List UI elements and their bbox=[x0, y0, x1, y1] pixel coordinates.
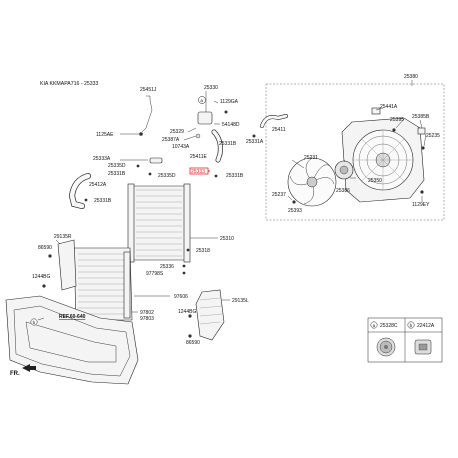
label-25331B-a: 25331B bbox=[219, 141, 237, 147]
svg-text:b: b bbox=[33, 320, 36, 325]
bolt-25395 bbox=[392, 128, 396, 132]
front-direction: FR. bbox=[10, 364, 36, 377]
label-1244BG-b: 1244BG bbox=[178, 309, 196, 315]
label-29135L: 29135L bbox=[232, 298, 249, 304]
label-25386: 25386 bbox=[336, 188, 350, 194]
legend-table: a 25328C b 22412A bbox=[367, 317, 443, 363]
label-25235: 25235 bbox=[426, 133, 440, 139]
svg-text:a: a bbox=[200, 98, 203, 103]
label-25333-highlight: 25333 bbox=[191, 169, 205, 175]
fan-blade bbox=[287, 157, 337, 207]
label-1125AE: 1125AE bbox=[96, 132, 114, 138]
lower-hose-group: 25412A 25331B bbox=[68, 173, 112, 209]
front-arrow-icon bbox=[22, 364, 36, 372]
connector-part bbox=[417, 127, 426, 135]
resistor-part bbox=[371, 107, 381, 115]
legend-badge-b: b bbox=[410, 323, 413, 328]
label-25336: 25336 bbox=[160, 264, 174, 270]
label-25331B-d: 25331B bbox=[94, 198, 112, 204]
highlight-box-25333 bbox=[189, 167, 209, 175]
label-86590: 86590 bbox=[38, 245, 52, 251]
label-25441A: 25441A bbox=[380, 104, 398, 110]
label-25387A: 25387A bbox=[162, 137, 180, 143]
label-54148D: 54148D bbox=[222, 122, 240, 128]
label-25411: 25411 bbox=[272, 127, 286, 133]
bolt-25393 bbox=[292, 200, 296, 204]
label-25331B-c: 25331B bbox=[108, 171, 126, 177]
front-direction-label: FR. bbox=[10, 371, 20, 377]
ref-link[interactable]: REF.60-640 bbox=[59, 314, 86, 320]
label-97802: 97802 bbox=[140, 310, 154, 316]
label-97798S: 97798S bbox=[146, 271, 164, 277]
label-25310: 25310 bbox=[220, 236, 234, 242]
upper-hose-group: 25451J 1125AE a 25330 1129GA 54148D 2541… bbox=[93, 85, 288, 179]
clip-icon bbox=[414, 339, 432, 355]
label-25335D-b: 25335D bbox=[158, 173, 176, 179]
label-25335D-a: 25335D bbox=[108, 163, 126, 169]
label-25350: 25350 bbox=[368, 178, 382, 184]
radiator-cap-icon bbox=[376, 337, 396, 357]
label-25231: 25231 bbox=[304, 155, 318, 161]
label-25331B-b: 25331B bbox=[226, 173, 244, 179]
diagram-title: KIA KKMAPA716 - 25333 bbox=[40, 81, 99, 87]
legend-code-b: 22412A bbox=[417, 323, 435, 329]
label-1129EY: 1129EY bbox=[412, 202, 430, 208]
label-25318: 25318 bbox=[196, 248, 210, 254]
label-97803: 97803 bbox=[140, 316, 154, 322]
label-25451J: 25451J bbox=[140, 87, 157, 93]
front-end-carrier: b REF.60-640 bbox=[5, 295, 139, 385]
label-25237: 25237 bbox=[272, 192, 286, 198]
label-25411E: 25411E bbox=[190, 154, 208, 160]
label-10743A: 10743A bbox=[172, 144, 190, 150]
label-25380: 25380 bbox=[404, 74, 418, 80]
highlight-dot bbox=[208, 170, 210, 172]
fan-assembly-boundary bbox=[265, 83, 445, 221]
label-1244BG-a: 1244BG bbox=[32, 274, 50, 280]
label-25395: 25395 bbox=[390, 117, 404, 123]
air-guard-left: 29135R 86590 1244BG bbox=[32, 234, 77, 291]
label-25412A: 25412A bbox=[89, 182, 107, 188]
label-97606: 97606 bbox=[174, 294, 188, 300]
label-25330: 25330 bbox=[204, 85, 218, 91]
bolt-1129EY bbox=[420, 190, 424, 194]
fan-shroud bbox=[341, 117, 425, 203]
label-1129GA: 1129GA bbox=[220, 99, 239, 105]
label-25329: 25329 bbox=[170, 129, 184, 135]
label-25385B: 25385B bbox=[412, 114, 430, 120]
bolt-25235 bbox=[421, 146, 425, 150]
label-25331A: 25331A bbox=[246, 139, 264, 145]
fan-assembly-group: 25380 bbox=[265, 74, 445, 221]
radiator-25310: 25310 25318 bbox=[127, 183, 234, 263]
hose-25333A bbox=[149, 157, 163, 164]
label-86590-b: 86590 bbox=[186, 340, 200, 346]
air-guard-right: 29135L 1244BG 86590 bbox=[178, 289, 249, 346]
label-29135R: 29135R bbox=[54, 234, 72, 240]
fan-motor bbox=[334, 160, 354, 180]
label-25393: 25393 bbox=[288, 208, 302, 214]
water-outlet-housing: a 25330 bbox=[197, 85, 218, 125]
legend-code-a: 25328C bbox=[380, 323, 398, 329]
label-25333A: 25333A bbox=[93, 156, 111, 162]
condenser-97606: 97606 97802 97803 bbox=[73, 247, 188, 322]
legend-badge-a: a bbox=[373, 323, 376, 328]
clip-1125AE bbox=[139, 132, 143, 136]
